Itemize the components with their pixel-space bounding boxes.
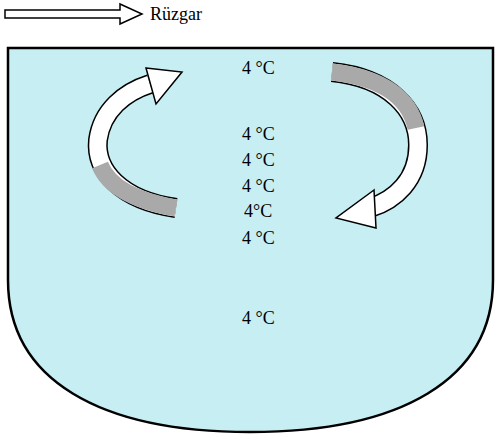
left-circulation-arrow <box>98 68 182 208</box>
wind-arrow <box>5 4 142 24</box>
temperature-label: 4 °C <box>242 176 275 196</box>
lake-basin <box>8 48 493 432</box>
wind-label: Rüzgar <box>150 4 202 24</box>
temperature-label: 4 °C <box>242 124 275 144</box>
right-circulation-arrow <box>332 72 418 228</box>
temperature-label: 4°C <box>244 201 272 221</box>
temperature-label: 4 °C <box>242 150 275 170</box>
temperature-label: 4 °C <box>242 308 275 328</box>
temperature-label: 4 °C <box>242 228 275 248</box>
temperature-label: 4 °C <box>242 58 275 78</box>
